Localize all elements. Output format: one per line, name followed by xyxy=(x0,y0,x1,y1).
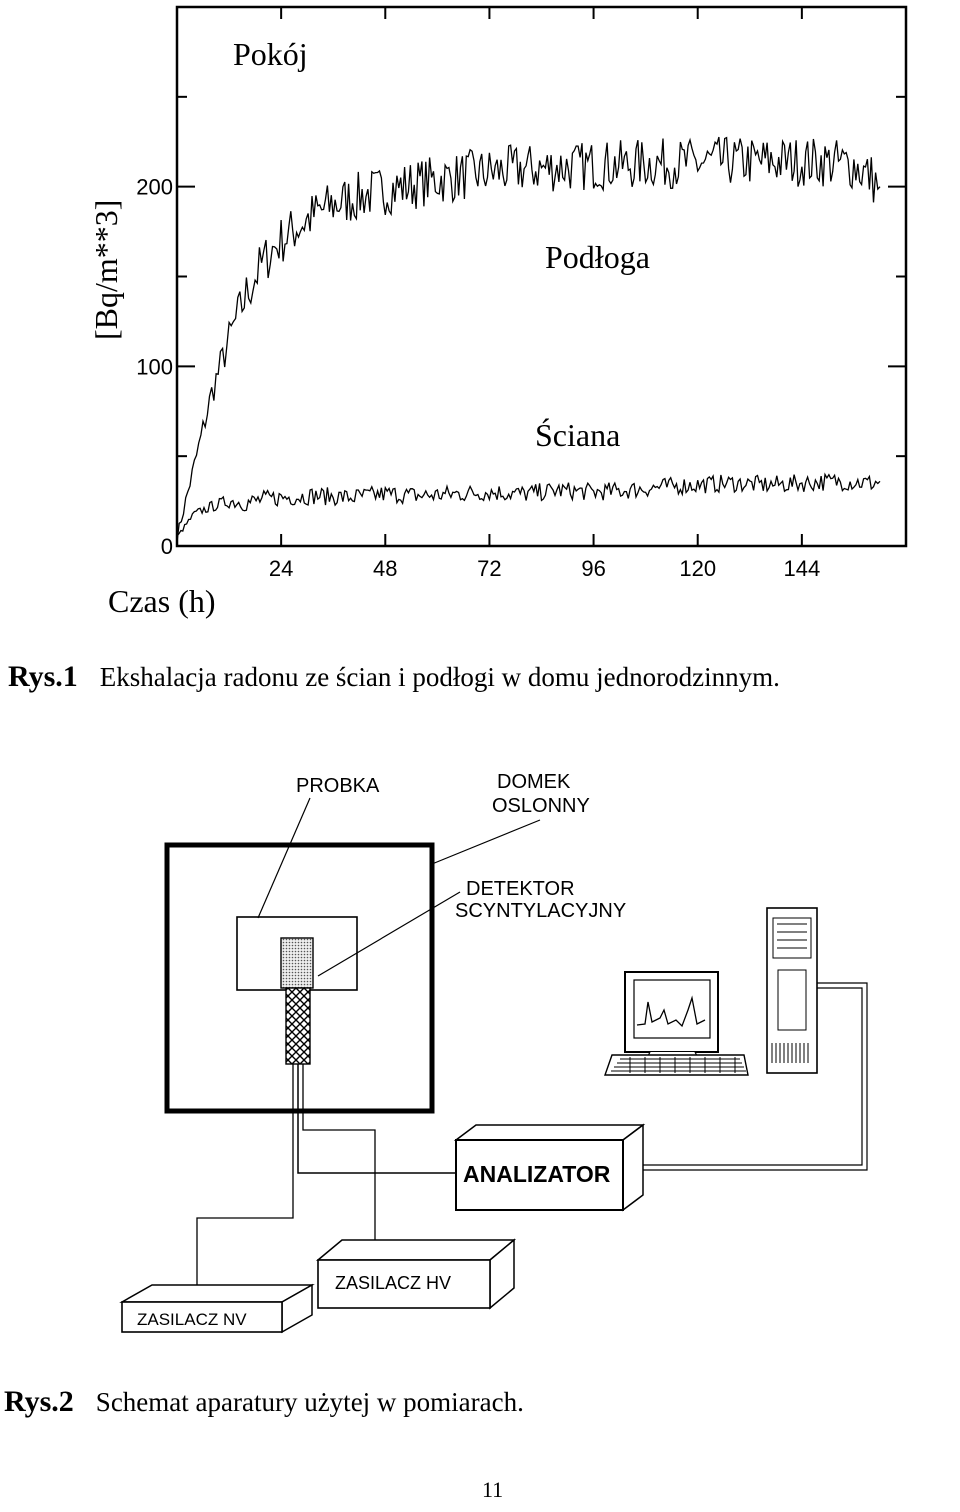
cable-analyzer-computer-2 xyxy=(643,982,868,1171)
x-tick-label: 120 xyxy=(679,556,716,581)
label-zasilacz-hv: ZASILACZ HV xyxy=(335,1273,451,1293)
radon-chart: 24 48 72 96 120 144 0 100 200 Pokój Podłoga Ścia… xyxy=(88,5,908,619)
series-line-sciana xyxy=(176,472,881,537)
apparatus-diagram: PROBKA DOMEK OSLONNY DETEKTOR SCYNTYLACY… xyxy=(119,771,868,1334)
y-tick-label: 200 xyxy=(136,175,173,200)
x-tick-label: 72 xyxy=(477,556,501,581)
label-probka: PROBKA xyxy=(296,775,380,797)
y-axis-label: [Bq/m**3] xyxy=(88,200,124,340)
hv-power-supply: ZASILACZ HV xyxy=(315,1238,517,1310)
x-tick-label: 24 xyxy=(269,556,293,581)
axis-ticks: 24 48 72 96 120 144 0 100 200 xyxy=(136,7,906,581)
keyboard xyxy=(604,1054,749,1076)
shielding-house xyxy=(164,842,435,1114)
leader-domek xyxy=(431,819,541,865)
plot-frame xyxy=(175,5,908,548)
analyzer-unit: ANALIZATOR xyxy=(453,1123,646,1212)
label-detektor-1: DETEKTOR xyxy=(466,878,575,900)
label-analizator: ANALIZATOR xyxy=(463,1161,611,1187)
cable-analyzer-computer xyxy=(643,987,863,1166)
figure1-caption-text: Ekshalacja radonu ze ścian i podłogi w d… xyxy=(99,662,780,692)
figure1-caption: Rys.1 Ekshalacja radonu ze ścian i podłog… xyxy=(8,660,780,694)
label-detektor-2: SCYNTYLACYJNY xyxy=(455,900,626,922)
label-domek-2: OSLONNY xyxy=(492,795,590,817)
scintillation-crystal xyxy=(280,937,314,989)
figure2-caption-text: Schemat aparatury użytej w pomiarach. xyxy=(95,1387,524,1417)
nv-power-supply: ZASILACZ NV xyxy=(119,1283,315,1334)
leader-probka xyxy=(257,797,311,919)
figure2-caption-label: Rys.2 xyxy=(4,1385,74,1418)
y-tick-label: 0 xyxy=(161,534,173,559)
page-number: 11 xyxy=(482,1477,504,1502)
x-tick-label: 96 xyxy=(581,556,605,581)
x-axis-label: Czas (h) xyxy=(108,583,216,619)
series-layer xyxy=(176,136,881,543)
figure1-caption-label: Rys.1 xyxy=(8,660,78,693)
x-tick-label: 48 xyxy=(373,556,397,581)
photomultiplier xyxy=(285,987,311,1065)
figure2-caption: Rys.2 Schemat aparatury użytej w pomiarac… xyxy=(4,1385,524,1419)
label-zasilacz-nv: ZASILACZ NV xyxy=(137,1310,247,1329)
cable-detector-nv xyxy=(196,1064,294,1285)
cable-detector-hv xyxy=(302,1064,376,1260)
computer-monitor xyxy=(624,971,719,1063)
series-label-sciana: Ściana xyxy=(535,417,620,453)
series-label-podloga: Podłoga xyxy=(545,239,650,275)
x-tick-label: 144 xyxy=(783,556,820,581)
annotation-pokoj: Pokój xyxy=(233,36,308,72)
series-line-podloga xyxy=(176,136,881,543)
label-domek-1: DOMEK xyxy=(497,771,571,793)
leader-detektor xyxy=(317,891,461,977)
computer-tower xyxy=(766,907,818,1074)
cable-detector-analyzer xyxy=(297,1064,458,1174)
y-tick-label: 100 xyxy=(136,354,173,379)
